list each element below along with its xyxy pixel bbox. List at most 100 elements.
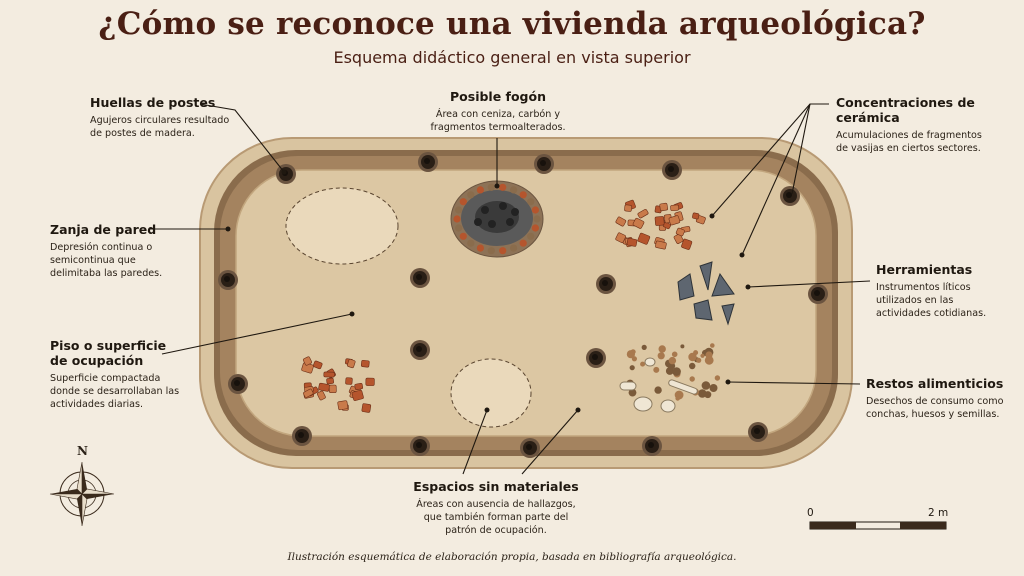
hearth-stone	[459, 198, 467, 206]
leader-piso	[161, 313, 353, 355]
hearth-stone	[519, 191, 527, 199]
scale-end-label: 2 m	[928, 507, 949, 519]
label-huellas-postes: Huellas de postes Agujeros circulares re…	[90, 95, 230, 140]
ceramic-sherd	[347, 358, 356, 369]
lithic-tool	[699, 261, 713, 291]
seed	[689, 376, 695, 382]
label-desc: Áreas con ausencia de hallazgos, que tam…	[416, 499, 576, 537]
hearth-stone	[455, 224, 463, 232]
charcoal-piece	[499, 202, 507, 210]
leader-lines	[150, 103, 871, 475]
ceramic-sherd	[615, 216, 627, 227]
ceramic-sherd	[351, 389, 364, 401]
post-hole	[292, 426, 312, 446]
seed	[714, 375, 721, 381]
post-hole	[410, 436, 430, 456]
empty-area-2	[450, 358, 532, 428]
bone	[668, 379, 698, 395]
hearth-stone	[467, 239, 475, 247]
hearth-stone	[533, 215, 541, 223]
ceramic-sherd	[670, 204, 680, 212]
compass-rose-icon	[49, 461, 115, 527]
ceramic-sherd	[655, 240, 667, 250]
label-title: Huellas de postes	[90, 95, 216, 110]
hearth-stone	[499, 183, 507, 191]
ceramic-sherd	[323, 371, 335, 378]
ceramic-sherd	[361, 403, 372, 413]
hearth-stone	[476, 186, 484, 194]
page-title: ¿Cómo se reconoce una vivienda arqueológ…	[98, 6, 926, 42]
ceramic-sherd	[673, 233, 684, 244]
hearth-stone	[531, 206, 540, 214]
hearth-stone	[459, 232, 467, 240]
ceramic-sherd	[615, 232, 626, 243]
hearth-charcoal	[475, 201, 519, 233]
seed	[626, 350, 636, 359]
hearth-stone	[467, 191, 475, 199]
leader-ceramica-3	[791, 103, 811, 195]
label-posible-fogon: Posible fogón Área con ceniza, carbón y …	[418, 89, 578, 134]
charcoal-piece	[506, 218, 514, 226]
seed	[709, 384, 718, 392]
label-concentraciones-ceramica: Concentraciones de cerámica Acumulacione…	[836, 95, 986, 155]
seed	[658, 345, 666, 353]
hearth-stone	[509, 186, 518, 194]
label-desc: Superficie compactada donde se desarroll…	[50, 373, 180, 411]
seed	[628, 388, 637, 397]
empty-area-1	[285, 187, 399, 265]
leader-ceramica-2	[741, 103, 811, 256]
seed	[710, 343, 715, 348]
seed	[641, 344, 647, 350]
hearth-stones	[453, 183, 541, 255]
ceramic-sherd	[317, 390, 326, 401]
ceramic-sherd	[328, 384, 337, 393]
ceramic-sherd	[337, 400, 349, 411]
ceramic-sherd	[675, 227, 685, 237]
seed	[680, 344, 685, 349]
hearth-stone	[455, 206, 463, 214]
post-hole	[520, 438, 540, 458]
post-hole	[410, 340, 430, 360]
post-hole	[808, 284, 828, 304]
ceramic-sherd	[668, 215, 681, 226]
post-hole	[534, 154, 554, 174]
shell	[644, 357, 656, 367]
post-hole	[596, 274, 616, 294]
seed	[700, 353, 705, 358]
seed	[672, 367, 681, 376]
seed	[689, 362, 696, 370]
post-hole	[276, 164, 296, 184]
hearth-stone	[531, 224, 540, 232]
label-desc: Acumulaciones de fragmentos de vasijas e…	[836, 130, 982, 155]
caption: Ilustración esquemática de elaboración p…	[287, 551, 737, 563]
post-hole	[748, 422, 768, 442]
hearth-stone	[509, 244, 518, 252]
hearth-stone	[519, 239, 527, 247]
seed	[653, 366, 660, 373]
ceramic-sherd	[637, 209, 649, 219]
seed	[657, 352, 665, 360]
label-desc: Instrumentos líticos utilizados en las a…	[876, 282, 987, 320]
charcoal-piece	[511, 208, 519, 216]
seed	[654, 386, 662, 394]
seed	[698, 389, 707, 398]
lithic-tools	[677, 261, 735, 326]
ceramic-sherd	[681, 238, 693, 250]
ceramic-sherd	[354, 383, 364, 390]
ceramic-sherd	[303, 388, 314, 398]
lithic-tool	[721, 303, 735, 326]
ceramic-sherd	[624, 204, 633, 212]
seed	[688, 352, 697, 362]
seed	[701, 381, 711, 390]
ceramic-sherd	[345, 377, 353, 385]
seed	[668, 356, 677, 365]
ceramic-sherd	[659, 202, 668, 212]
scale-bar	[809, 521, 947, 530]
label-title: Zanja de pared	[50, 222, 157, 237]
hearth-stone	[499, 247, 507, 255]
post-hole	[418, 152, 438, 172]
leader-espacios-2	[521, 409, 579, 475]
label-restos-alimenticios: Restos alimenticios Desechos de consumo …	[866, 376, 1006, 421]
seed	[671, 351, 678, 358]
